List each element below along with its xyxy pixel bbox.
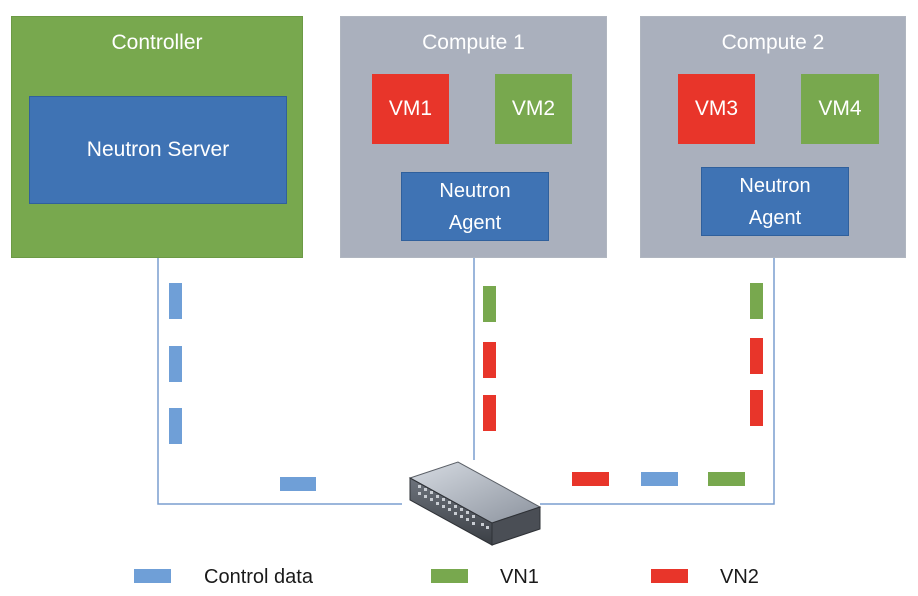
legend-label-vn1: VN1 [500, 566, 539, 588]
agent1-line1: Neutron [439, 179, 511, 202]
vm4: VM4 [801, 74, 879, 144]
controller-link [157, 258, 402, 505]
agent1-line2: Agent [448, 211, 502, 234]
compute2-title: Compute 2 [721, 31, 825, 54]
legend-swatch-vn2 [651, 569, 688, 583]
neutron-agent-1: Neutron Agent [401, 172, 549, 241]
vm4-label: VM4 [818, 97, 862, 120]
compute1-node: Compute 1 VM1 VM2 Neutron Agent [340, 16, 607, 258]
control-data-packet [280, 477, 316, 491]
agent2-line1: Neutron [739, 174, 811, 197]
vm1-label: VM1 [388, 97, 433, 120]
vn2-packet [750, 338, 763, 374]
legend-label-vn2: VN2 [720, 566, 759, 588]
legend-swatch-vn1 [431, 569, 468, 583]
vm1: VM1 [372, 74, 449, 144]
vm2-label: VM2 [511, 97, 556, 120]
vm2: VM2 [495, 74, 572, 144]
neutron-agent-2: Neutron Agent [701, 167, 849, 236]
vn2-packet [572, 472, 609, 486]
vn1-packet [708, 472, 745, 486]
control-data-packet [169, 408, 182, 444]
neutron-server: Neutron Server [29, 96, 287, 204]
vn2-packet [750, 390, 763, 426]
vn1-packet [750, 283, 763, 319]
compute2-link [540, 258, 775, 505]
agent2-line2: Agent [748, 206, 802, 229]
vn2-packet [483, 395, 496, 431]
legend-swatch-control-data [134, 569, 171, 583]
controller-title: Controller [111, 31, 203, 54]
control-data-packet [169, 283, 182, 319]
vn2-packet [483, 342, 496, 378]
control-data-packet [169, 346, 182, 382]
control-data-packet [641, 472, 678, 486]
neutron-server-label: Neutron Server [86, 138, 230, 161]
compute2-node: Compute 2 VM3 VM4 Neutron Agent [640, 16, 906, 258]
compute1-title: Compute 1 [422, 31, 525, 54]
vm3-label: VM3 [694, 97, 739, 120]
vm3: VM3 [678, 74, 755, 144]
legend-label-control-data: Control data [204, 566, 313, 588]
controller-node: Controller Neutron Server [11, 16, 303, 258]
vn1-packet [483, 286, 496, 322]
